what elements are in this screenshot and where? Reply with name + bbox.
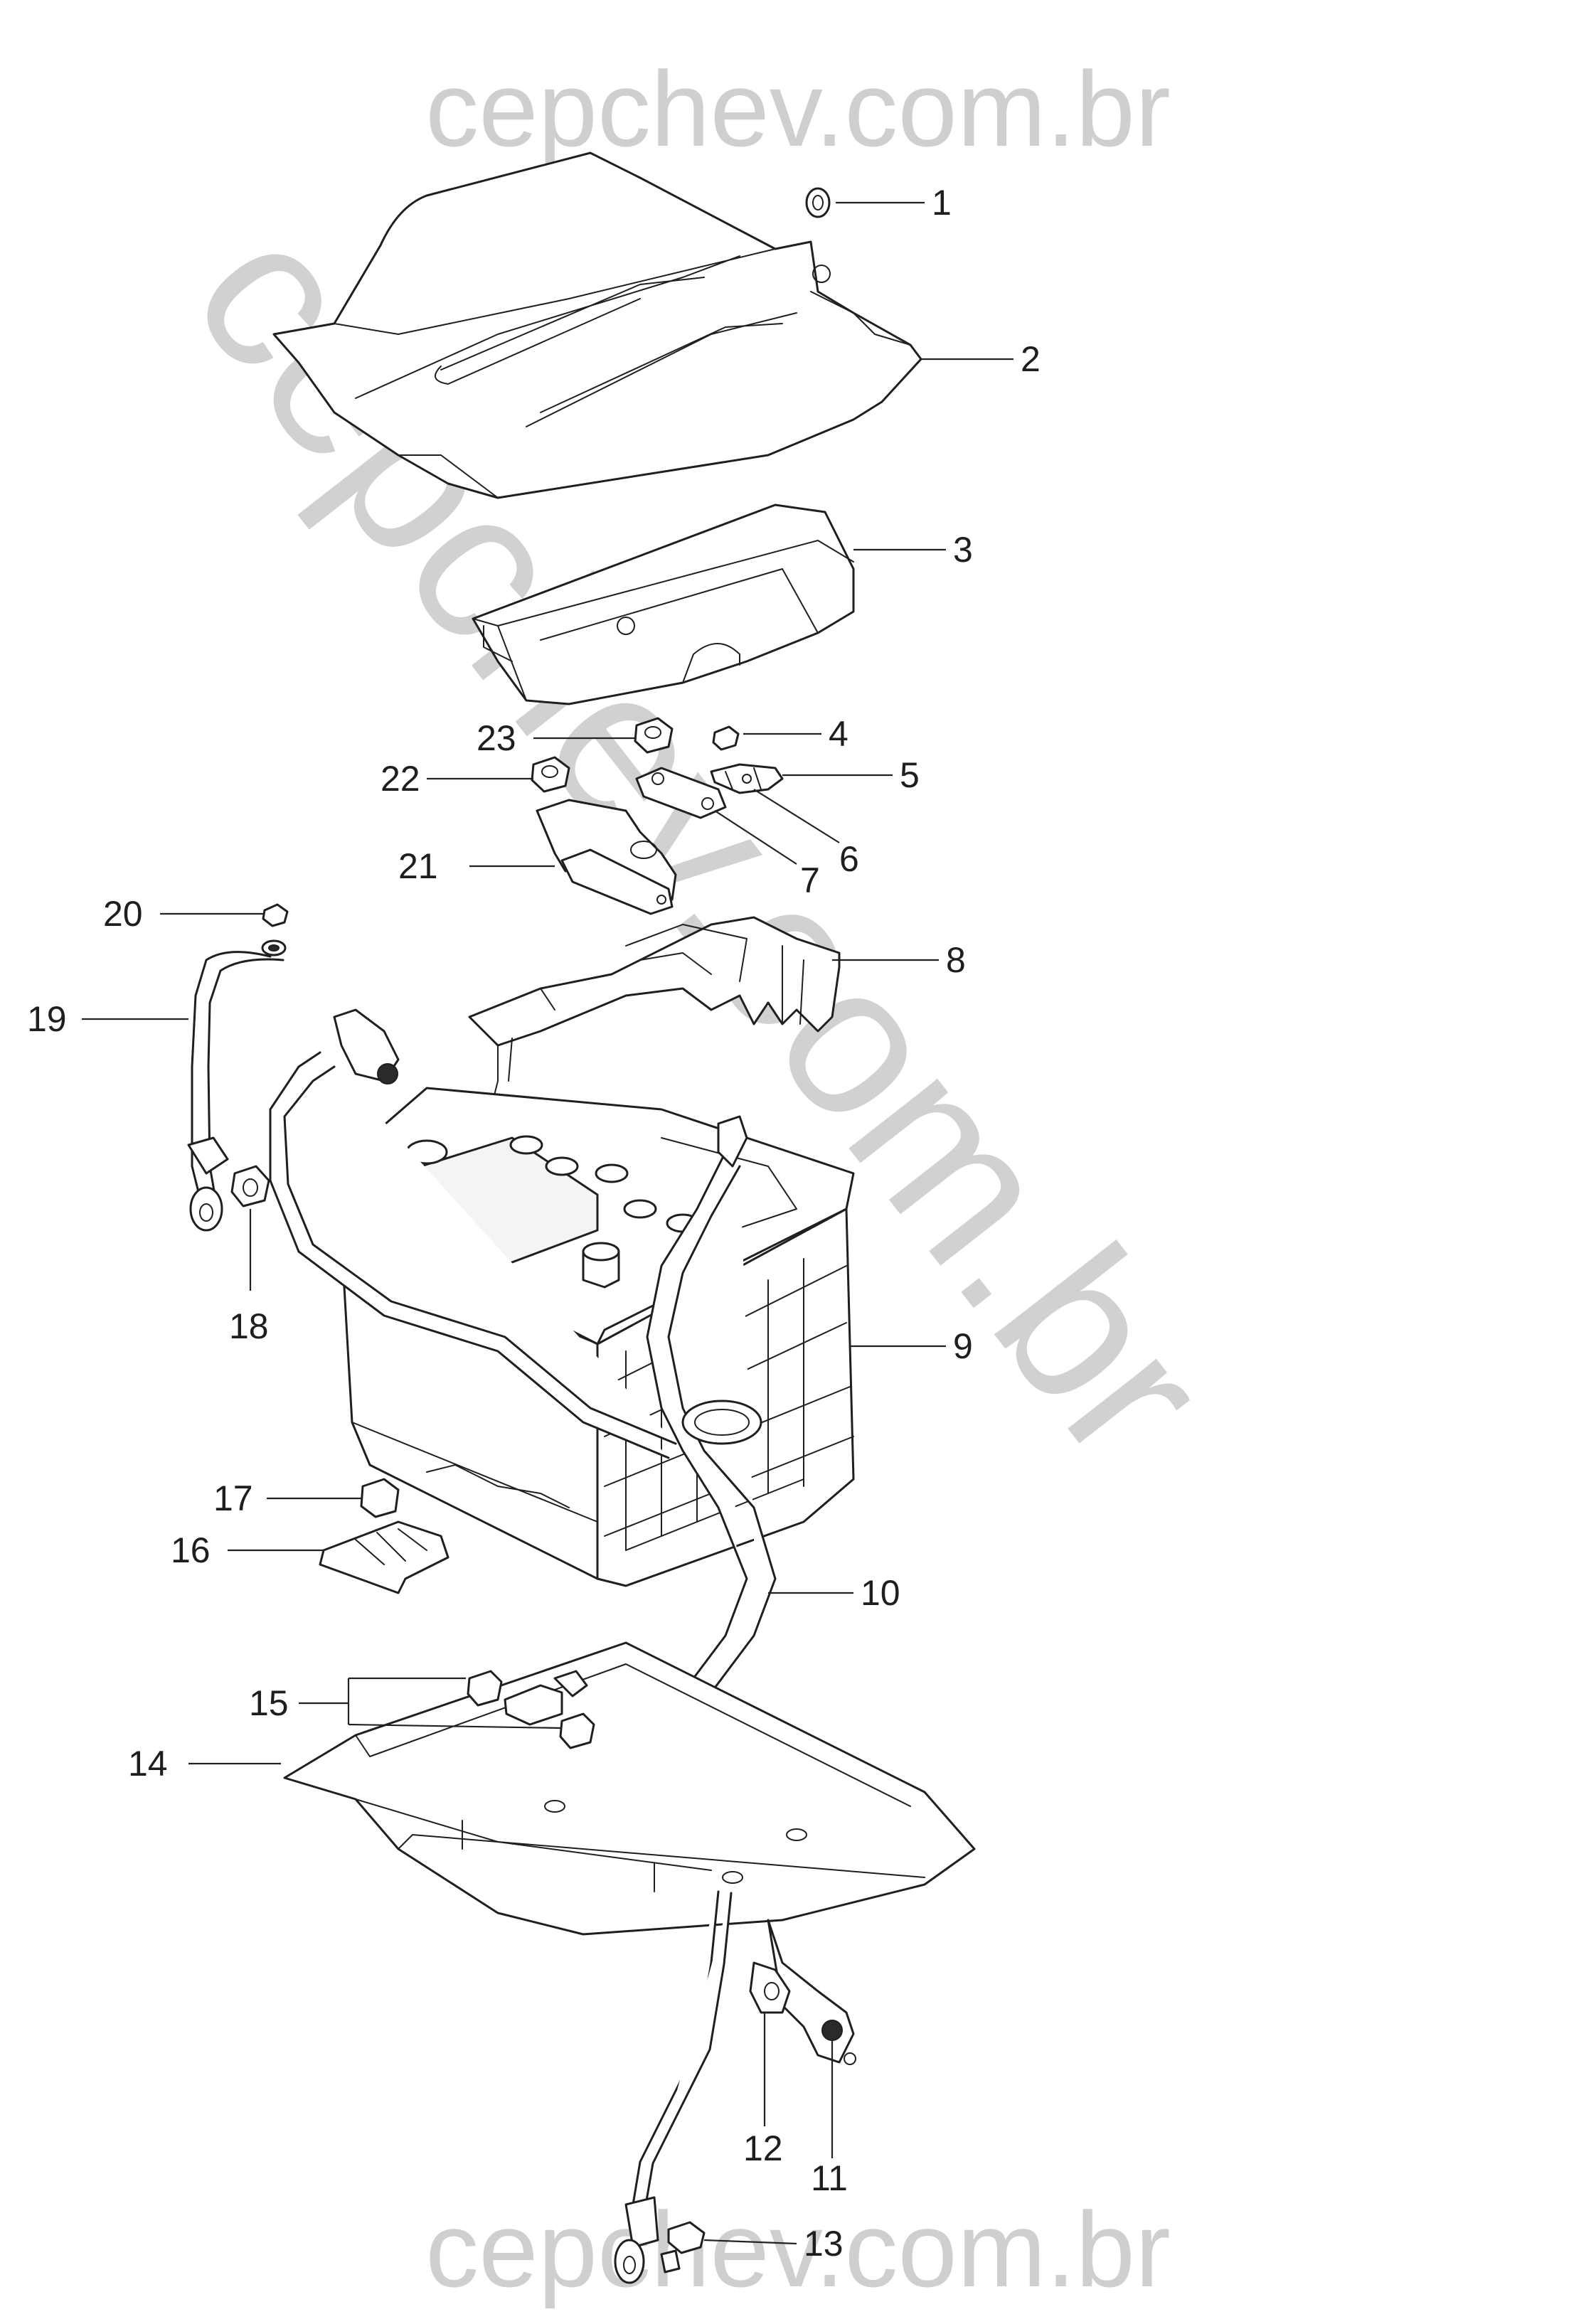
callout-15: 15 <box>249 1683 289 1723</box>
callout-1: 1 <box>932 183 952 223</box>
callout-6: 6 <box>839 839 859 879</box>
lower-ground-cable <box>614 1890 733 2284</box>
callout-13: 13 <box>804 2224 844 2264</box>
part-22-nut <box>531 756 570 793</box>
callout-3: 3 <box>953 530 973 570</box>
callout-18: 18 <box>229 1306 269 1346</box>
callout-4: 4 <box>829 714 848 754</box>
callout-22: 22 <box>381 759 420 799</box>
callout-numbers: 1 2 3 4 5 6 7 8 9 10 11 12 13 14 15 16 1… <box>27 183 1041 2264</box>
callout-9: 9 <box>953 1326 973 1366</box>
part-17-bolt <box>360 1478 400 1518</box>
part-19-ground-strap <box>187 939 287 1232</box>
watermark-top: cepchev.com.br <box>425 49 1171 169</box>
part-1-plug <box>805 187 831 218</box>
callout-10: 10 <box>861 1573 900 1613</box>
callout-14: 14 <box>128 1744 168 1784</box>
part-5-6-clip <box>710 763 784 794</box>
part-23-nut <box>634 717 674 754</box>
callout-leaders <box>82 201 1014 2245</box>
callout-19: 19 <box>27 999 67 1039</box>
part-3-fuse-cover <box>472 503 855 705</box>
part-16-clamp <box>319 1520 449 1594</box>
callout-8: 8 <box>946 940 966 980</box>
part-11-12-lower-terminals <box>749 1919 856 2065</box>
callout-17: 17 <box>213 1478 253 1518</box>
part-21-link <box>536 799 677 915</box>
callout-16: 16 <box>171 1530 211 1570</box>
part-8-battery-holder <box>468 916 841 1110</box>
callout-7: 7 <box>800 860 820 900</box>
part-15-nuts <box>467 1670 595 1749</box>
part-14-battery-tray <box>283 1641 976 1936</box>
callout-12: 12 <box>743 2128 783 2168</box>
part-2-top-cover <box>272 151 922 499</box>
part-20-nut <box>262 903 289 927</box>
watermark-bottom: cepchev.com.br <box>425 2190 1171 2309</box>
callout-23: 23 <box>477 718 516 758</box>
part-18-nut <box>230 1165 270 1208</box>
part-4-nut <box>712 725 740 751</box>
callout-2: 2 <box>1021 339 1041 379</box>
callout-20: 20 <box>103 894 143 934</box>
callout-5: 5 <box>900 755 920 795</box>
callout-21: 21 <box>398 846 438 886</box>
part-7-bracket <box>635 767 727 819</box>
part-13-bolt <box>660 2221 706 2274</box>
callout-11: 11 <box>811 2158 848 2198</box>
